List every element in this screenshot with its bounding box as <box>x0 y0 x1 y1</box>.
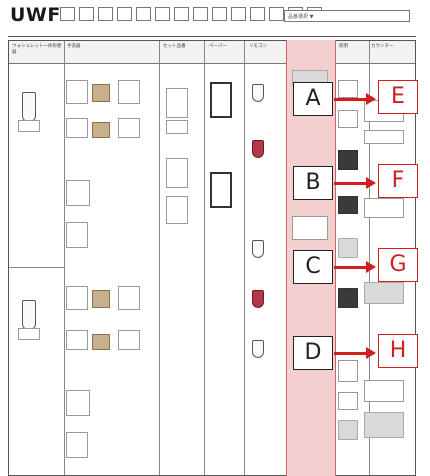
set-item-image <box>166 88 188 118</box>
toilet-unit-image <box>22 92 36 122</box>
callout-arrowhead <box>366 177 376 189</box>
toilet-base-image <box>18 120 40 132</box>
counter-image <box>364 412 404 438</box>
column-header: リモコン <box>249 44 267 49</box>
lighting-image <box>338 420 358 440</box>
callout-label-f: F <box>378 164 418 198</box>
callout-label-a: A <box>293 82 333 116</box>
callout-label-b: B <box>293 166 333 200</box>
column-header: カウンター <box>371 44 394 49</box>
callout-arrow <box>334 266 368 269</box>
lighting-image <box>338 392 358 410</box>
column-header: 照明 <box>339 44 348 49</box>
option-checkbox[interactable] <box>231 7 246 21</box>
column-header: 手洗器 <box>67 44 81 49</box>
callout-label-c: C <box>293 250 333 284</box>
callout-label-e: E <box>378 80 418 114</box>
callout-label-d: D <box>293 336 333 370</box>
remote-image <box>252 140 264 158</box>
set-item-image <box>166 196 188 224</box>
column-divider <box>244 41 245 475</box>
handwash-image <box>66 286 88 310</box>
paper-holder-image <box>210 82 232 118</box>
column-divider <box>159 41 160 475</box>
lighting-image <box>338 360 358 382</box>
callout-arrowhead <box>366 261 376 273</box>
column-header: ペーパー <box>209 44 227 49</box>
lighting-image <box>338 110 358 128</box>
handwash-image <box>118 330 140 350</box>
handwash-image <box>66 432 88 458</box>
handwash-image <box>92 84 110 102</box>
option-checkbox-row <box>60 7 322 21</box>
column-divider <box>369 41 370 475</box>
option-checkbox[interactable] <box>60 7 75 21</box>
option-checkbox[interactable] <box>174 7 189 21</box>
table-header-row: ウォシュレット一体形便器 手洗器 セット品番 ペーパー リモコン アクセサリー … <box>9 41 415 64</box>
handwash-image <box>66 390 90 416</box>
option-checkbox[interactable] <box>117 7 132 21</box>
callout-arrow <box>334 182 368 185</box>
counter-image <box>364 198 404 218</box>
handwash-image <box>92 122 110 138</box>
remote-image <box>252 240 264 258</box>
handwash-image <box>118 286 140 310</box>
counter-image <box>364 130 404 144</box>
counter-image <box>364 380 404 402</box>
handwash-image <box>66 222 88 248</box>
paper-holder-image <box>210 172 232 208</box>
handwash-image <box>92 290 110 308</box>
option-checkbox[interactable] <box>250 7 265 21</box>
lighting-image <box>338 196 358 214</box>
set-item-image <box>166 158 188 188</box>
header-divider <box>8 36 416 37</box>
column-header: ウォシュレット一体形便器 <box>12 44 62 55</box>
callout-arrow <box>334 98 368 101</box>
option-checkbox[interactable] <box>155 7 170 21</box>
counter-image <box>364 282 404 304</box>
page-title: UWF <box>10 4 61 26</box>
option-checkbox[interactable] <box>193 7 208 21</box>
callout-arrow <box>334 352 368 355</box>
lighting-image <box>338 238 358 258</box>
toilet-unit-image <box>22 300 36 330</box>
handwash-image <box>66 180 90 206</box>
lighting-image <box>338 288 358 308</box>
row-divider <box>9 267 64 268</box>
lighting-image <box>338 80 358 98</box>
option-checkbox[interactable] <box>212 7 227 21</box>
remote-image <box>252 84 264 102</box>
option-checkbox[interactable] <box>269 7 284 21</box>
handwash-image <box>92 334 110 350</box>
column-divider <box>64 41 65 475</box>
handwash-image <box>66 330 88 350</box>
handwash-image <box>118 80 140 104</box>
product-selector[interactable]: 品番選択 ▼ <box>284 10 410 22</box>
accessory-image <box>292 216 328 240</box>
column-divider <box>204 41 205 475</box>
callout-arrowhead <box>366 347 376 359</box>
option-checkbox[interactable] <box>79 7 94 21</box>
remote-image <box>252 340 264 358</box>
toilet-base-image <box>18 328 40 340</box>
remote-image <box>252 290 264 308</box>
callout-arrowhead <box>366 93 376 105</box>
handwash-image <box>118 118 140 138</box>
callout-label-g: G <box>378 248 418 282</box>
handwash-image <box>66 118 88 138</box>
set-item-image <box>166 120 188 134</box>
option-checkbox[interactable] <box>98 7 113 21</box>
handwash-image <box>66 80 88 104</box>
callout-label-h: H <box>378 334 418 368</box>
column-header: セット品番 <box>163 44 186 49</box>
lighting-image <box>338 150 358 170</box>
option-checkbox[interactable] <box>136 7 151 21</box>
